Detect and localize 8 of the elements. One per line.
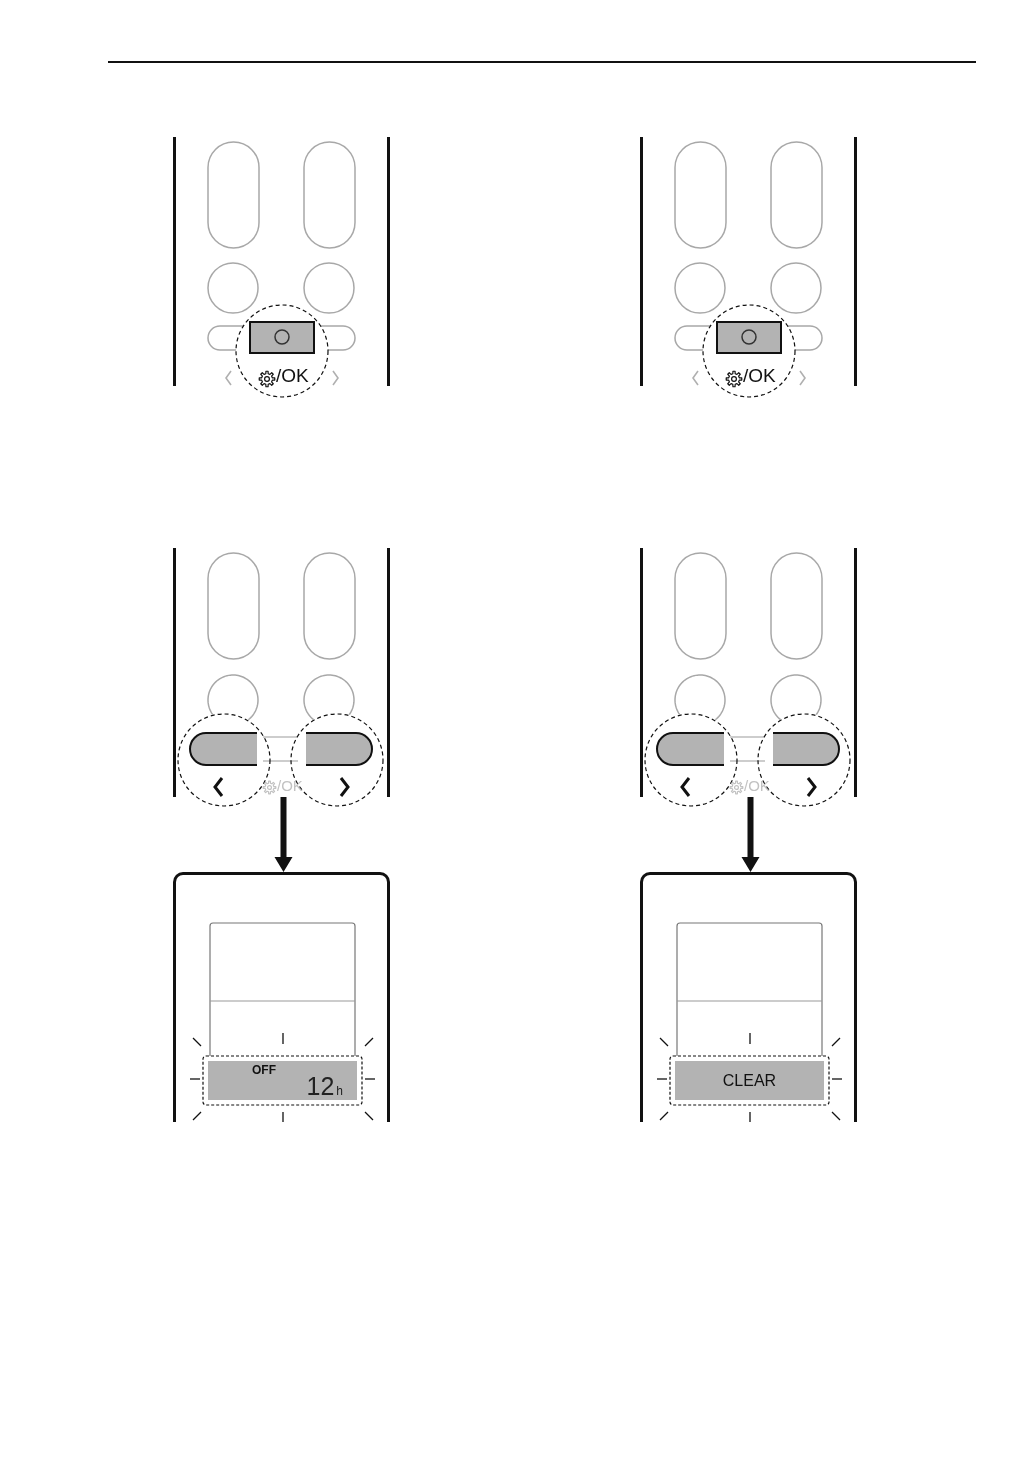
button-label: /OK [276,366,309,387]
button-label: /OK [744,778,770,795]
display-panel [640,872,857,1122]
lcd-text: CLEAR [721,1071,778,1091]
button-label: /OK [743,366,776,387]
display-panel [173,872,390,1122]
lcd-text: OFF [252,1063,276,1078]
button-label: /OK [277,778,303,795]
